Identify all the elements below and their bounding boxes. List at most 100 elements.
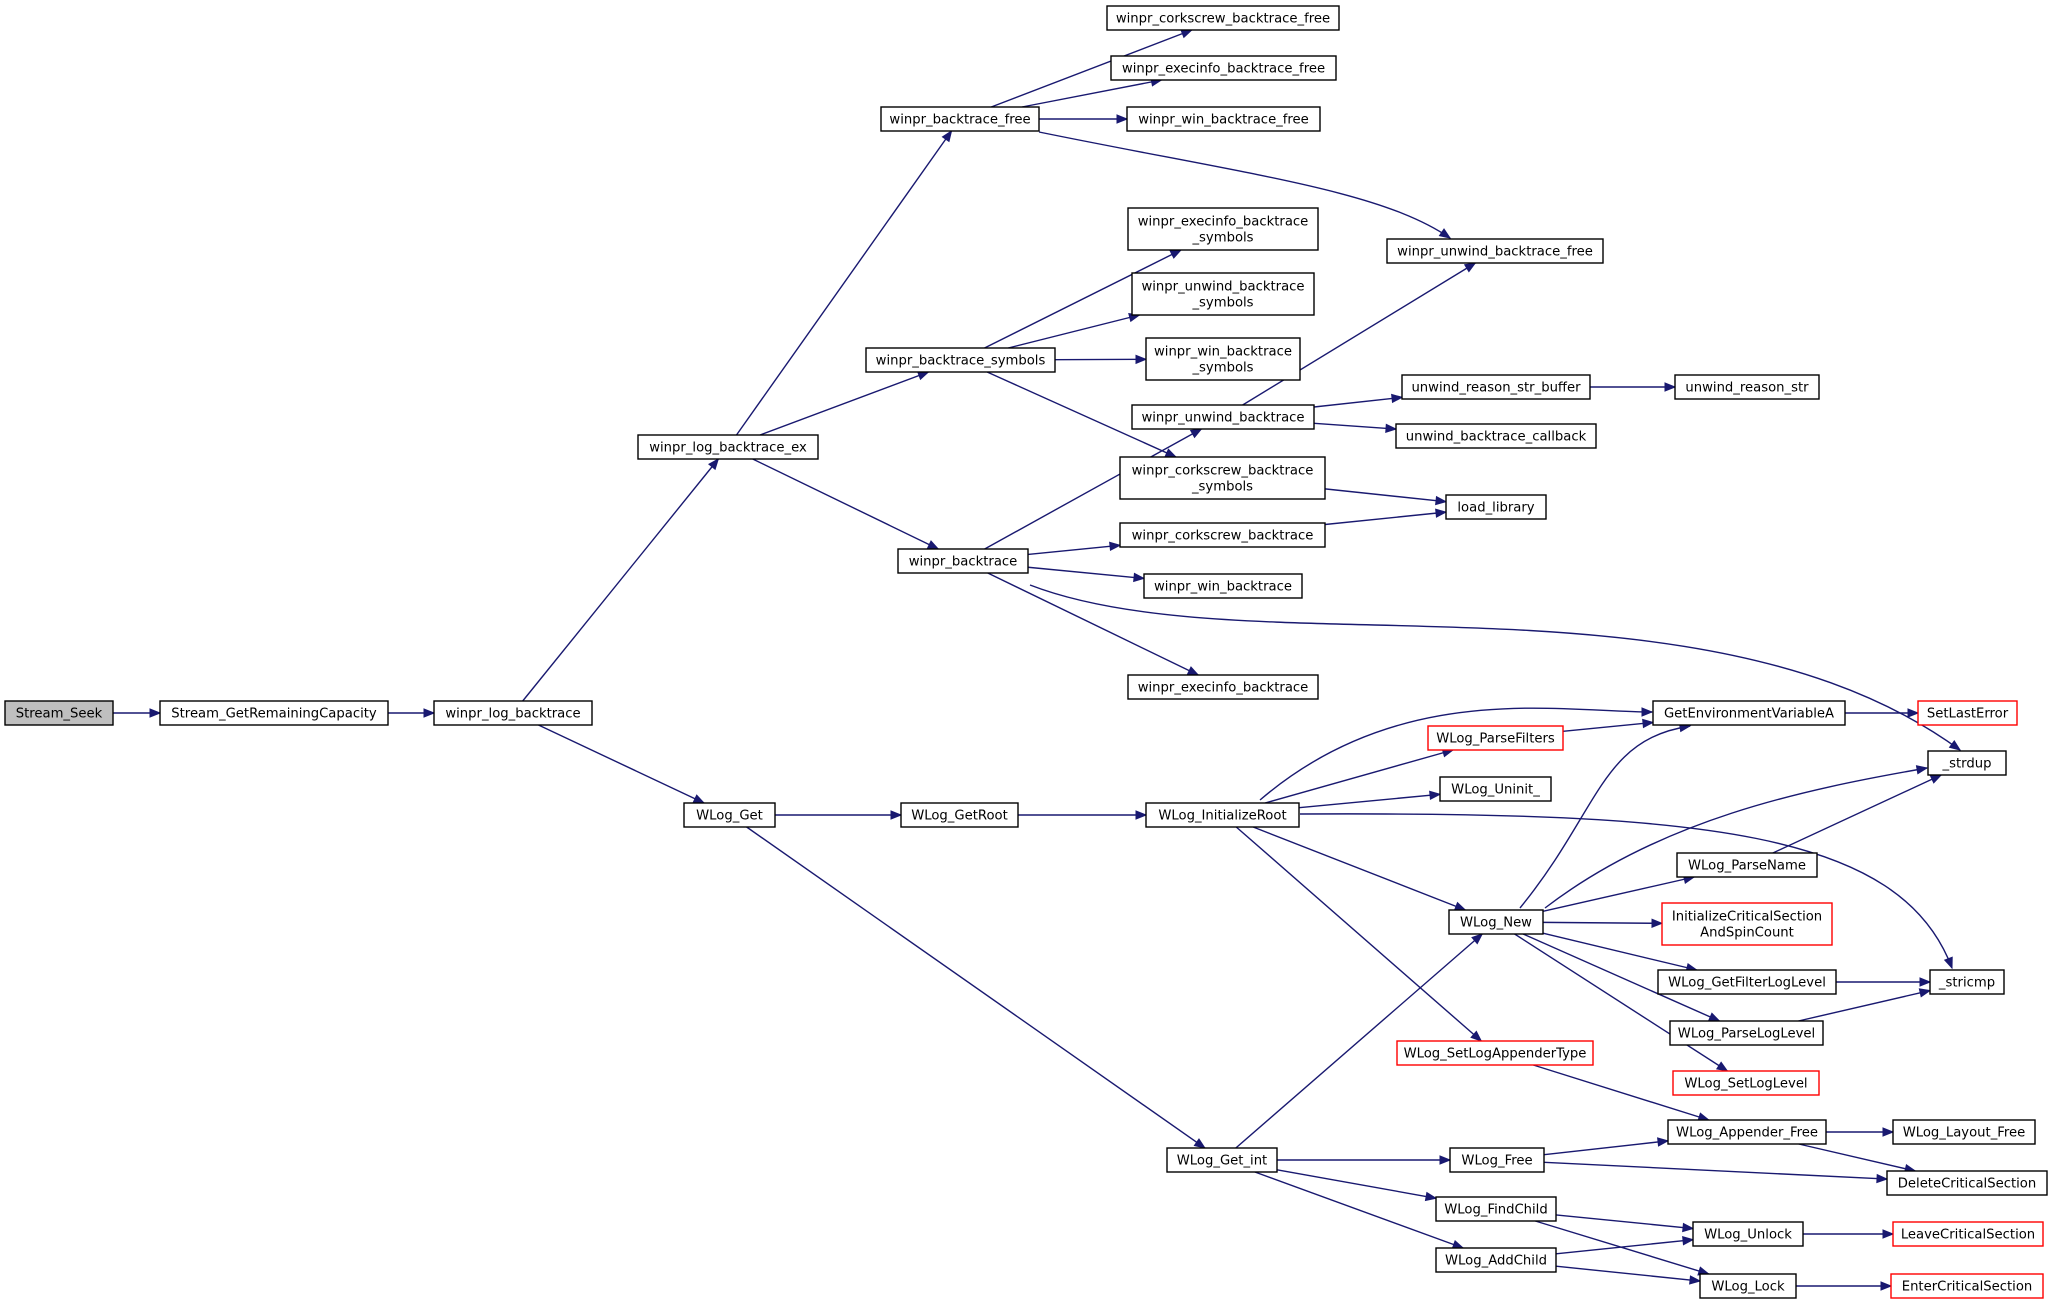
node-wlog_uninit[interactable]: WLog_Uninit_	[1439, 776, 1552, 802]
edge-line	[1555, 1238, 1694, 1255]
node-winpr_corkscrew_backtrace_symbols[interactable]: winpr_corkscrew_backtrace_symbols	[1119, 456, 1326, 500]
node-winpr_log_backtrace[interactable]: winpr_log_backtrace	[433, 700, 593, 726]
node-winpr_win_backtrace_free[interactable]: winpr_win_backtrace_free	[1126, 106, 1321, 132]
node-wlog_new[interactable]: WLog_New	[1448, 909, 1544, 935]
node-wlog_getroot[interactable]: WLog_GetRoot	[900, 802, 1019, 828]
node-box	[1929, 969, 2005, 995]
arrowhead-icon	[1439, 1155, 1452, 1165]
node-winpr_win_backtrace[interactable]: winpr_win_backtrace	[1143, 573, 1303, 599]
node-winpr_backtrace_free[interactable]: winpr_backtrace_free	[880, 106, 1040, 132]
node-wlog_get_int[interactable]: WLog_Get_int	[1166, 1147, 1278, 1173]
node-wlog_findchild[interactable]: WLog_FindChild	[1435, 1196, 1557, 1222]
node-wlog_parsename[interactable]: WLog_ParseName	[1676, 852, 1818, 878]
arrowhead-icon	[149, 708, 162, 718]
node-winpr_execinfo_backtrace_free[interactable]: winpr_execinfo_backtrace_free	[1110, 55, 1337, 81]
node-entercriticalsection[interactable]: EnterCriticalSection	[1890, 1273, 2044, 1299]
node-wlog_parsefilters[interactable]: WLog_ParseFilters	[1427, 725, 1564, 751]
node-load_library[interactable]: load_library	[1445, 494, 1547, 520]
edge-stream_seek-to-stream_getremainingcapacity	[113, 708, 162, 718]
node-wlog_lock[interactable]: WLog_Lock	[1699, 1273, 1797, 1299]
edge-line	[1543, 1161, 1888, 1180]
node-winpr_corkscrew_backtrace_free[interactable]: winpr_corkscrew_backtrace_free	[1106, 5, 1340, 31]
node-winpr_execinfo_backtrace[interactable]: winpr_execinfo_backtrace	[1127, 674, 1319, 700]
node-label: winpr_backtrace_symbols	[876, 354, 1046, 369]
edge-line	[1235, 933, 1483, 1149]
node-stricmp[interactable]: _stricmp	[1929, 969, 2005, 995]
node-winpr_win_backtrace_symbols[interactable]: winpr_win_backtrace_symbols	[1145, 337, 1301, 381]
edge-line	[1542, 876, 1695, 913]
edge-line	[1298, 793, 1441, 809]
node-box	[1439, 776, 1552, 802]
node-winpr_execinfo_backtrace_symbols[interactable]: winpr_execinfo_backtrace_symbols	[1127, 207, 1319, 251]
node-winpr_log_backtrace_ex[interactable]: winpr_log_backtrace_ex	[637, 434, 819, 460]
node-box	[4, 700, 114, 726]
node-wlog_layout_free[interactable]: WLog_Layout_Free	[1892, 1119, 2036, 1145]
node-wlog_get[interactable]: WLog_Get	[683, 802, 776, 828]
node-box	[1401, 374, 1591, 400]
node-box	[1127, 674, 1319, 700]
node-wlog_appender_free[interactable]: WLog_Appender_Free	[1667, 1119, 1827, 1145]
arrowhead-icon	[1189, 428, 1203, 439]
arrowhead-icon	[423, 708, 436, 718]
node-box	[1395, 423, 1597, 449]
node-wlog_addchild[interactable]: WLog_AddChild	[1435, 1247, 1557, 1273]
node-label: winpr_win_backtrace_free	[1138, 113, 1309, 128]
node-label: WLog_SetLogLevel	[1684, 1077, 1807, 1092]
edge-line	[1555, 1265, 1701, 1282]
node-winpr_backtrace_symbols[interactable]: winpr_backtrace_symbols	[865, 347, 1056, 373]
edge-winpr_log_backtrace_ex-to-winpr_backtrace_free	[735, 129, 953, 436]
node-winpr_unwind_backtrace_free[interactable]: winpr_unwind_backtrace_free	[1386, 238, 1604, 264]
node-strdup[interactable]: _strdup	[1927, 750, 2007, 776]
node-winpr_corkscrew_backtrace[interactable]: winpr_corkscrew_backtrace	[1119, 522, 1326, 548]
edge-winpr_backtrace_free-to-winpr_execinfo_backtrace_free	[1021, 77, 1163, 108]
node-label: unwind_reason_str_buffer	[1411, 381, 1581, 396]
node-label: _symbols	[1191, 231, 1253, 246]
arrowhead-icon	[1186, 666, 1200, 676]
arrowhead-icon	[1919, 977, 1932, 987]
node-winpr_unwind_backtrace[interactable]: winpr_unwind_backtrace	[1131, 404, 1315, 430]
edge-winpr_backtrace_symbols-to-winpr_unwind_backtrace_symbols	[1008, 312, 1141, 349]
arrowhead-icon	[1391, 393, 1404, 404]
node-label: winpr_execinfo_backtrace	[1138, 681, 1309, 696]
edge-wlog_findchild-to-wlog_unlock	[1555, 1214, 1695, 1233]
node-box	[1692, 1221, 1804, 1247]
node-label: unwind_reason_str	[1685, 381, 1809, 396]
edge-wlog_free-to-deletecriticalsection	[1543, 1161, 1889, 1184]
node-stream_getremainingcapacity[interactable]: Stream_GetRemainingCapacity	[159, 700, 389, 726]
node-wlog_free[interactable]: WLog_Free	[1449, 1147, 1545, 1173]
arrowhead-icon	[1453, 901, 1467, 911]
node-unwind_reason_str[interactable]: unwind_reason_str	[1674, 374, 1820, 400]
edge-line	[1544, 767, 1928, 909]
node-setlasterror[interactable]: SetLastError	[1917, 700, 2018, 726]
edge-wlog_initializeroot-to-stricmp	[1299, 813, 1953, 970]
edge-line	[1514, 933, 1728, 1072]
node-wlog_unlock[interactable]: WLog_Unlock	[1692, 1221, 1804, 1247]
node-deletecriticalsection[interactable]: DeleteCriticalSection	[1886, 1170, 2048, 1196]
node-leavecriticalsection[interactable]: LeaveCriticalSection	[1892, 1221, 2044, 1247]
node-unwind_backtrace_callback[interactable]: unwind_backtrace_callback	[1395, 423, 1597, 449]
arrowhead-icon	[1880, 1281, 1893, 1291]
node-box	[1917, 700, 2018, 726]
node-unwind_reason_str_buffer[interactable]: unwind_reason_str_buffer	[1401, 374, 1591, 400]
arrowhead-icon	[1169, 249, 1183, 259]
edge-line	[1029, 584, 1961, 751]
edge-line	[1276, 1169, 1437, 1199]
node-wlog_parseloglevel[interactable]: WLog_ParseLogLevel	[1669, 1020, 1824, 1046]
node-winpr_unwind_backtrace_symbols[interactable]: winpr_unwind_backtrace_symbols	[1131, 272, 1315, 316]
node-wlog_setlogappendertype[interactable]: WLog_SetLogAppenderType	[1396, 1040, 1594, 1066]
node-label: _symbols	[1191, 480, 1253, 495]
edge-winpr_unwind_backtrace-to-unwind_reason_str_buffer	[1313, 393, 1404, 408]
node-wlog_setloglevel[interactable]: WLog_SetLogLevel	[1672, 1070, 1820, 1096]
edge-line	[1542, 921, 1663, 925]
node-box	[1119, 456, 1326, 500]
node-wlog_getfilterloglevel[interactable]: WLog_GetFilterLogLevel	[1657, 969, 1837, 995]
node-label: winpr_corkscrew_backtrace	[1132, 529, 1314, 544]
node-wlog_initializeroot[interactable]: WLog_InitializeRoot	[1145, 802, 1300, 828]
edge-winpr_log_backtrace-to-wlog_get	[538, 724, 706, 804]
edge-line	[1264, 749, 1454, 804]
node-box	[1672, 1070, 1820, 1096]
node-box	[683, 802, 776, 828]
node-winpr_backtrace[interactable]: winpr_backtrace	[897, 548, 1029, 574]
node-getenvironmentvariablea[interactable]: GetEnvironmentVariableA	[1652, 700, 1846, 726]
